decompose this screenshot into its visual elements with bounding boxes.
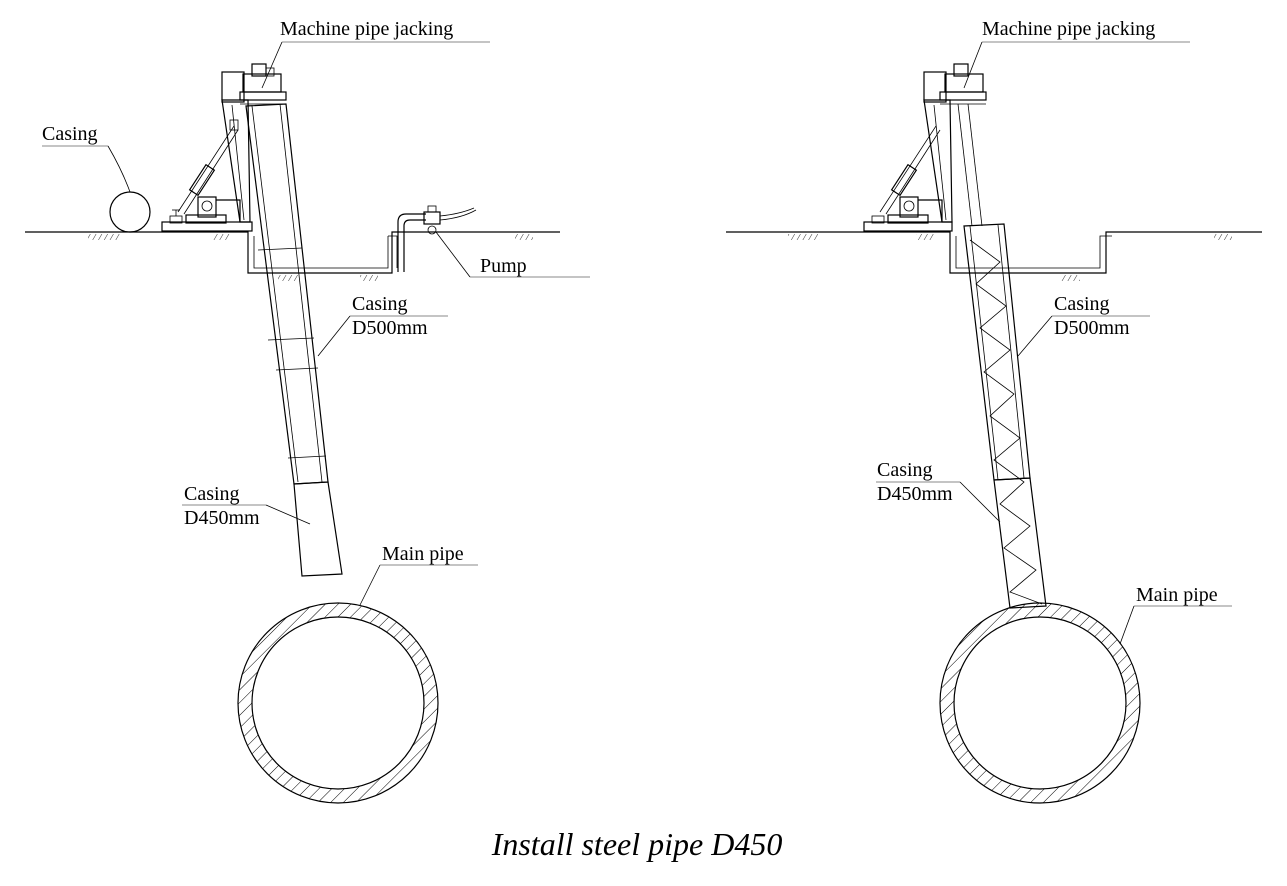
right-casing-d450-label-2: D450mm xyxy=(877,483,953,505)
left-machine-base xyxy=(161,196,253,232)
left-leaders xyxy=(42,41,590,606)
right-main-pipe-label: Main pipe xyxy=(1136,584,1218,606)
left-panel: Machine pipe jacking Casing Pump Casing … xyxy=(25,18,590,804)
left-pit-wall xyxy=(388,235,398,268)
right-leaders xyxy=(876,41,1232,645)
left-casing-d500 xyxy=(245,103,329,485)
left-machine-support xyxy=(177,99,251,223)
left-machine-label: Machine pipe jacking xyxy=(280,18,453,40)
right-machine-support xyxy=(879,99,953,223)
left-casing-d500-label-1: Casing xyxy=(352,293,408,315)
left-ground-line xyxy=(25,231,560,274)
left-pit-inner xyxy=(253,236,389,269)
right-casing-d450 xyxy=(993,477,1047,609)
left-casing-d450-label-2: D450mm xyxy=(184,507,260,529)
right-pit-inner xyxy=(955,235,1112,269)
right-soil-marks xyxy=(788,234,1232,281)
left-casing-label: Casing xyxy=(42,123,98,145)
right-casing-d500-label-1: Casing xyxy=(1054,293,1110,315)
right-casing-d500 xyxy=(963,223,1031,481)
drawing-caption: Install steel pipe D450 xyxy=(491,826,783,862)
left-jacking-head xyxy=(221,63,287,105)
right-auger xyxy=(969,239,1043,605)
left-casing-d450 xyxy=(293,481,343,577)
left-casing-d500-label-2: D500mm xyxy=(352,317,428,339)
right-ground-line xyxy=(726,231,1262,274)
right-casing-d450-label-1: Casing xyxy=(877,459,933,481)
left-soil-marks xyxy=(88,234,533,281)
right-machine-base xyxy=(863,196,953,232)
left-pump-label: Pump xyxy=(480,255,527,277)
left-main-pipe-label: Main pipe xyxy=(382,543,464,565)
left-main-pipe xyxy=(237,602,439,804)
left-pump xyxy=(397,205,477,272)
right-jacking-head xyxy=(923,63,987,227)
right-machine-label: Machine pipe jacking xyxy=(982,18,1155,40)
left-casing-roll xyxy=(109,191,151,233)
right-panel: Machine pipe jacking Casing D500mm Casin… xyxy=(726,18,1262,804)
right-main-pipe xyxy=(939,602,1141,804)
left-casing-d450-label-1: Casing xyxy=(184,483,240,505)
right-casing-d500-label-2: D500mm xyxy=(1054,317,1130,339)
